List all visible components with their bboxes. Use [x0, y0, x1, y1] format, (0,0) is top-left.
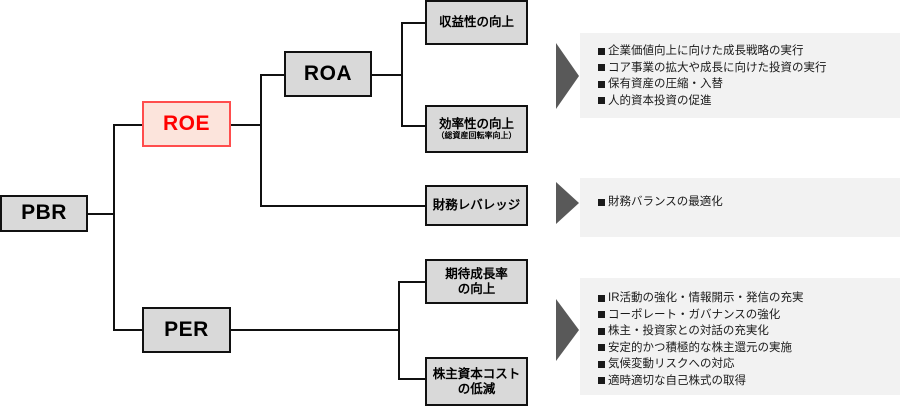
- list-item: 気候変動リスクへの対応: [598, 356, 900, 373]
- list-item-text: 財務バランスの最適化: [608, 196, 723, 208]
- list-item-text: 企業価値向上に向けた成長戦略の実行: [608, 45, 804, 57]
- node-growth[interactable]: 期待成長率 の向上: [425, 259, 528, 304]
- list-item: IR活動の強化・情報開示・発信の充実: [598, 290, 900, 307]
- connector-per-cost: [398, 378, 426, 380]
- list-item: コーポレート・ガバナンスの強化: [598, 307, 900, 324]
- list-item: 適時適切な自己株式の取得: [598, 373, 900, 390]
- list-item: 人的資本投資の促進: [598, 93, 900, 110]
- list-item: 財務バランスの最適化: [598, 194, 900, 211]
- connector-spine-per: [113, 329, 143, 331]
- connector-roe-roa: [260, 74, 285, 76]
- connector-roa-efficiency: [401, 125, 426, 127]
- panel-leverage-measures-list: 財務バランスの最適化: [598, 194, 900, 211]
- bullet-icon: [598, 311, 605, 318]
- node-roe[interactable]: ROE: [142, 101, 231, 147]
- bullet-icon: [598, 377, 605, 384]
- node-efficiency-sublabel: （総資産回転率向上）: [436, 131, 517, 141]
- node-profitability-label: 収益性の向上: [438, 15, 514, 30]
- node-roe-label: ROE: [162, 111, 210, 135]
- node-efficiency[interactable]: 効率性の向上 （総資産回転率向上）: [425, 105, 528, 153]
- bullet-icon: [598, 327, 605, 335]
- connector-roe-leverage: [260, 205, 426, 207]
- node-per[interactable]: PER: [142, 307, 231, 353]
- bullet-icon: [598, 360, 605, 368]
- node-profitability[interactable]: 収益性の向上: [425, 0, 528, 45]
- panel-leverage-measures: 財務バランスの最適化: [580, 178, 900, 237]
- connector-roa-spine: [401, 22, 403, 127]
- node-pbr[interactable]: PBR: [0, 195, 88, 232]
- arrow-to-roa-measures-icon: [556, 43, 579, 109]
- node-cost-of-equity[interactable]: 株主資本コスト の低減: [425, 357, 528, 406]
- panel-per-measures: IR活動の強化・情報開示・発信の充実 コーポレート・ガバナンスの強化 株主・投資…: [580, 278, 900, 395]
- node-roa[interactable]: ROA: [284, 51, 372, 97]
- list-item-text: 気候変動リスクへの対応: [608, 358, 735, 370]
- node-leverage-label: 財務レバレッジ: [432, 198, 521, 213]
- list-item: 保有資産の圧縮・入替: [598, 76, 900, 93]
- node-efficiency-label: 効率性の向上: [438, 116, 514, 131]
- list-item: 安定的かつ積極的な株主還元の実施: [598, 340, 900, 357]
- node-cost-of-equity-label: 株主資本コスト の低減: [432, 366, 521, 396]
- connector-per-growth: [398, 281, 426, 283]
- node-roa-label: ROA: [303, 61, 353, 85]
- connector-roe-spine: [260, 74, 262, 207]
- list-item: 企業価値向上に向けた成長戦略の実行: [598, 43, 900, 60]
- connector-spine-roe: [113, 124, 143, 126]
- panel-per-measures-list: IR活動の強化・情報開示・発信の充実 コーポレート・ガバナンスの強化 株主・投資…: [598, 290, 900, 389]
- bullet-icon: [598, 198, 605, 206]
- bullet-icon: [598, 64, 605, 71]
- list-item-text: 保有資産の圧縮・入替: [608, 78, 723, 90]
- connector-pbr-out: [88, 213, 114, 215]
- node-per-label: PER: [164, 317, 209, 341]
- bullet-icon: [598, 80, 605, 88]
- connector-pbr-spine: [113, 124, 115, 331]
- node-leverage[interactable]: 財務レバレッジ: [425, 185, 528, 226]
- list-item-text: コア事業の拡大や成長に向けた投資の実行: [608, 61, 827, 74]
- list-item-text: 株主・投資家との対話の充実化: [608, 325, 769, 337]
- bullet-icon: [598, 294, 605, 302]
- connector-roa-out: [371, 74, 403, 76]
- list-item-text: 安定的かつ積極的な株主還元の実施: [608, 341, 792, 354]
- connector-roe-out: [230, 124, 262, 126]
- connector-roa-profitability: [401, 22, 426, 24]
- list-item-text: 適時適切な自己株式の取得: [608, 374, 746, 387]
- list-item: コア事業の拡大や成長に向けた投資の実行: [598, 60, 900, 77]
- bullet-icon: [598, 97, 605, 104]
- list-item-text: 人的資本投資の促進: [608, 94, 712, 107]
- panel-roa-measures-list: 企業価値向上に向けた成長戦略の実行 コア事業の拡大や成長に向けた投資の実行 保有…: [598, 43, 900, 109]
- bullet-icon: [598, 344, 605, 351]
- list-item-text: コーポレート・ガバナンスの強化: [608, 308, 781, 321]
- list-item: 株主・投資家との対話の充実化: [598, 323, 900, 340]
- bullet-icon: [598, 47, 605, 55]
- node-pbr-label: PBR: [21, 201, 67, 225]
- connector-per-out: [230, 329, 400, 331]
- connector-per-spine: [398, 281, 400, 380]
- arrow-to-per-measures-icon: [556, 299, 579, 361]
- arrow-to-leverage-measures-icon: [556, 182, 579, 224]
- node-growth-label: 期待成長率 の向上: [445, 266, 508, 296]
- list-item-text: IR活動の強化・情報開示・発信の充実: [608, 292, 804, 304]
- panel-roa-measures: 企業価値向上に向けた成長戦略の実行 コア事業の拡大や成長に向けた投資の実行 保有…: [580, 33, 900, 118]
